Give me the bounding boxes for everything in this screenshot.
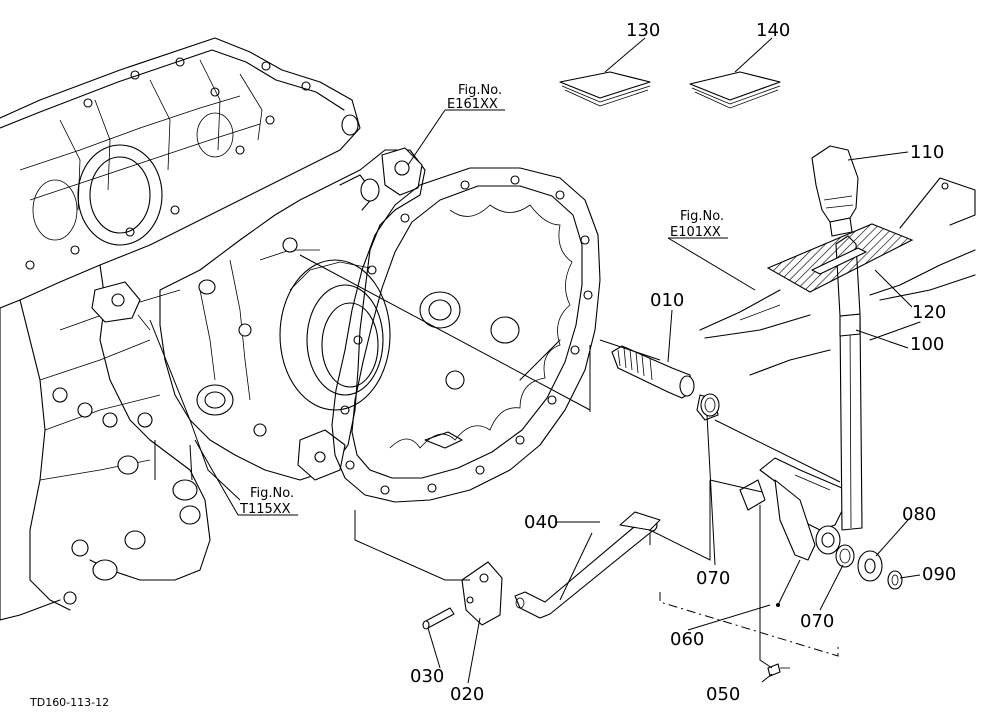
part-060-lever-arm bbox=[739, 457, 846, 607]
fig-ref-label-t115: Fig.No. bbox=[250, 486, 294, 501]
part-010-shaft bbox=[611, 345, 695, 399]
part-label-030: 030 bbox=[410, 666, 444, 687]
part-label-020: 020 bbox=[450, 684, 484, 705]
leader-lines bbox=[194, 37, 921, 684]
part-label-110: 110 bbox=[910, 142, 944, 163]
part-label-040: 040 bbox=[524, 512, 558, 533]
part-120-boot-plate bbox=[766, 223, 914, 293]
part-090-circlip bbox=[887, 570, 903, 590]
fig-ref-code-t115: T115XX bbox=[239, 502, 291, 517]
part-080-washer bbox=[857, 550, 883, 582]
group-060-boundary bbox=[659, 592, 839, 657]
part-label-050: 050 bbox=[706, 684, 740, 705]
part-label-080: 080 bbox=[902, 504, 936, 525]
drawing-code: TD160-113-12 bbox=[29, 696, 109, 709]
part-label-140: 140 bbox=[756, 20, 790, 41]
part-label-060: 060 bbox=[670, 629, 704, 650]
part-label-070-lower: 070 bbox=[800, 611, 834, 632]
part-label-130: 130 bbox=[626, 20, 660, 41]
part-label-120: 120 bbox=[912, 302, 946, 323]
fig-ref-code-e161: E161XX bbox=[447, 97, 498, 112]
floor-panel-outline bbox=[699, 177, 976, 376]
part-070-bushing-lower bbox=[835, 544, 855, 568]
part-label-090: 090 bbox=[922, 564, 956, 585]
clutch-housing-drawing bbox=[159, 147, 426, 481]
transmission-case-drawing bbox=[0, 37, 361, 621]
part-070-bushing-upper bbox=[696, 393, 720, 421]
fig-ref-label-e161: Fig.No. bbox=[458, 83, 502, 98]
flywheel-housing-drawing bbox=[331, 167, 601, 503]
part-140-label-sheet bbox=[689, 71, 781, 109]
part-100-lever bbox=[835, 235, 863, 531]
part-030-pin bbox=[422, 607, 455, 630]
part-label-100: 100 bbox=[910, 334, 944, 355]
part-020-bracket bbox=[461, 561, 503, 626]
part-label-070-upper: 070 bbox=[696, 568, 730, 589]
part-130-label-sheet bbox=[559, 71, 651, 107]
fig-ref-code-e101: E101XX bbox=[670, 225, 721, 240]
part-040-rod bbox=[514, 511, 661, 619]
part-110-knob bbox=[811, 145, 859, 237]
part-label-010: 010 bbox=[650, 290, 684, 311]
fig-ref-label-e101: Fig.No. bbox=[680, 209, 724, 224]
